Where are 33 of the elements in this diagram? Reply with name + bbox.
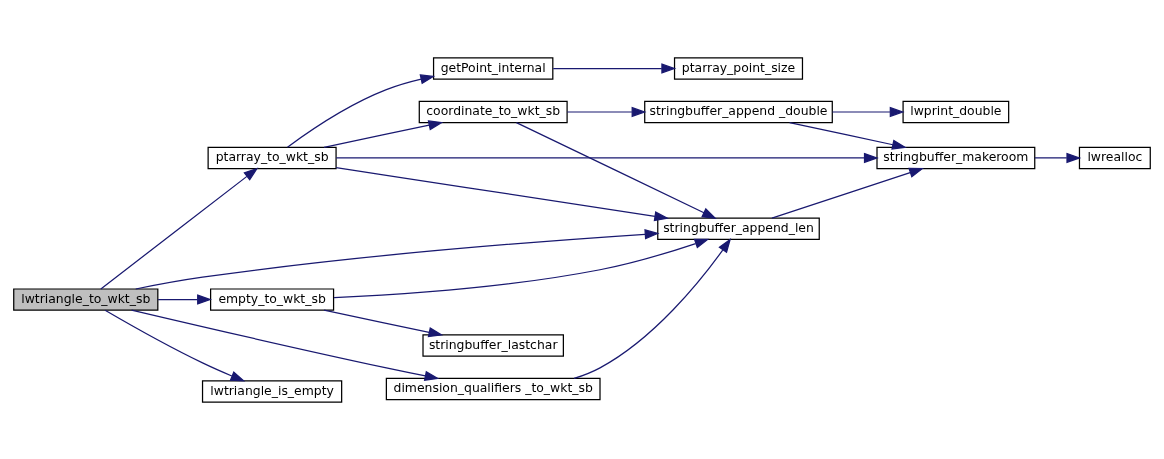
arrow <box>333 238 710 298</box>
arrow <box>323 119 444 148</box>
arrow <box>335 152 879 163</box>
node-box: stringbuffer_makeroom <box>876 146 1036 169</box>
arrow <box>104 309 246 382</box>
arrow <box>130 309 440 381</box>
arrow <box>286 73 436 148</box>
node-box: getPoint_internal <box>432 56 554 80</box>
arrow <box>552 62 677 74</box>
node-box: lwprint_double <box>902 100 1010 123</box>
node-box: lwrealloc <box>1078 146 1151 169</box>
node-box: stringbuffer_append _double <box>644 100 833 123</box>
arrow <box>771 167 925 219</box>
node-box: stringbuffer_append_len <box>657 217 820 240</box>
arrow <box>788 121 907 150</box>
node-box: lwtriangle_is_empty <box>201 379 343 403</box>
arrow <box>135 228 660 290</box>
arrow <box>566 106 647 117</box>
arrow <box>157 293 212 305</box>
arrow <box>573 237 732 379</box>
node-box: coordinate_to_wkt_sb <box>418 100 568 123</box>
node-box: stringbuffer_lastchar <box>422 333 564 357</box>
node-box: empty_to_wkt_sb <box>210 287 335 311</box>
node-box: ptarray_to_wkt_sb <box>207 146 337 169</box>
node-box: lwtriangle_to_wkt_sb <box>13 287 159 311</box>
arrow <box>1034 152 1082 163</box>
arrow <box>831 106 905 117</box>
arrow <box>323 309 444 337</box>
arrow <box>335 166 670 221</box>
arrow <box>515 121 717 219</box>
node-box: ptarray_point_size <box>673 56 804 80</box>
arrow <box>100 167 259 290</box>
node-box: dimension_qualifiers _to_wkt_sb <box>385 377 601 400</box>
